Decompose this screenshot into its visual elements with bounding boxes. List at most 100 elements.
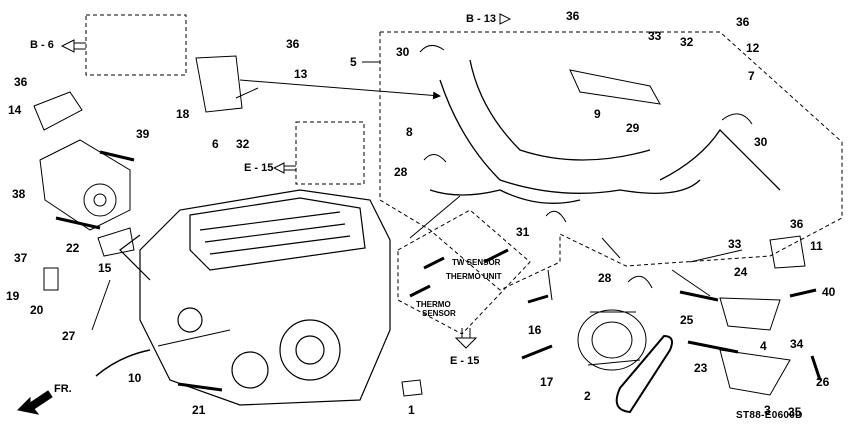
ref-b13[interactable]: B - 13	[466, 13, 496, 25]
part-number[interactable]: 6	[212, 137, 219, 151]
part-number[interactable]: 17	[540, 375, 554, 389]
tw-sensor-label: TW SENSOR	[452, 258, 501, 267]
part-number[interactable]: 3	[764, 403, 771, 417]
sensor-region-outline	[397, 209, 531, 335]
part-number[interactable]: 13	[294, 67, 308, 81]
part-number[interactable]: 39	[136, 127, 150, 141]
harness-clamp-30a	[419, 45, 445, 53]
inset-box-crank-sensor	[85, 14, 187, 76]
part-number[interactable]: 21	[192, 403, 206, 417]
drive-belt	[615, 334, 673, 414]
harness-clamp-28a	[423, 154, 447, 163]
part-number[interactable]: 4	[760, 339, 767, 353]
part-number[interactable]: 33	[648, 29, 662, 43]
bolt-23	[687, 340, 739, 354]
part-number[interactable]: 33	[728, 237, 742, 251]
part-number[interactable]: 31	[516, 225, 530, 239]
part-number[interactable]: 36	[566, 9, 580, 23]
part-number[interactable]: 24	[734, 265, 748, 279]
harness-region-outline	[379, 31, 843, 291]
part-number[interactable]: 29	[626, 121, 640, 135]
part-number[interactable]: 36	[14, 75, 28, 89]
part-number[interactable]: 34	[790, 337, 804, 351]
part-number[interactable]: 14	[8, 103, 22, 117]
tw-sensor	[423, 256, 445, 270]
part-number[interactable]: 15	[98, 261, 112, 275]
part-number[interactable]: 9	[594, 107, 601, 121]
harness-clamp-28b	[627, 275, 653, 289]
part-number[interactable]: 7	[748, 69, 755, 83]
part-number[interactable]: 30	[396, 45, 410, 59]
part-number[interactable]: 18	[176, 107, 190, 121]
part-number[interactable]: 25	[680, 313, 694, 327]
sensor-17	[521, 344, 553, 360]
part-number[interactable]: 11	[810, 239, 823, 253]
part-number[interactable]: 32	[680, 35, 694, 49]
part-number[interactable]: 1	[408, 403, 415, 417]
part-number[interactable]: 26	[816, 375, 830, 389]
alternator-bracket-upper	[719, 297, 781, 331]
part-number[interactable]: 40	[822, 285, 836, 299]
part-number[interactable]: 32	[236, 137, 250, 151]
thermo-sensor-label-1: THERMO	[416, 300, 451, 309]
part-number[interactable]: 30	[754, 135, 768, 149]
bolt-22	[55, 216, 101, 230]
alternator-bracket-lower	[719, 349, 791, 396]
ref-e15-bottom[interactable]: E - 15	[450, 355, 480, 367]
engine-mount-bracket	[769, 235, 806, 269]
ref-b6[interactable]: B - 6	[30, 39, 54, 51]
part-number[interactable]: 35	[788, 405, 802, 419]
thermo-unit	[483, 248, 509, 264]
part-number[interactable]: 36	[736, 15, 750, 29]
arrow-b6	[60, 39, 75, 53]
bracket-6	[195, 55, 243, 113]
harness-clamp-31	[545, 210, 567, 223]
label-plate	[401, 379, 423, 397]
part-number[interactable]: 8	[406, 125, 413, 139]
part-number[interactable]: 19	[6, 289, 20, 303]
part-number[interactable]: 23	[694, 361, 708, 375]
alternator	[577, 309, 647, 371]
part-number[interactable]: 12	[746, 41, 760, 55]
bolt-40	[789, 288, 817, 298]
harness-clamp-30b	[721, 113, 753, 125]
bolt-26	[810, 355, 822, 381]
part-number[interactable]: 20	[30, 303, 44, 317]
part-number[interactable]: 36	[286, 37, 300, 51]
part-number[interactable]: 10	[128, 371, 142, 385]
harness-cover	[569, 69, 661, 105]
thermo-unit-label: THERMO UNIT	[446, 272, 502, 281]
sensor-16	[527, 294, 549, 304]
starter-motor	[39, 139, 131, 231]
bolt-39	[99, 150, 135, 162]
wire-harness	[429, 59, 781, 204]
part-number[interactable]: 38	[12, 187, 26, 201]
thermo-sensor	[409, 284, 431, 298]
part-number[interactable]: 5	[350, 55, 357, 69]
engine-assembly	[119, 189, 391, 406]
thermo-sensor-label-2: SENSOR	[422, 309, 456, 318]
bolt-25	[679, 290, 719, 302]
part-number[interactable]: 28	[394, 165, 408, 179]
arrow-e15-left	[272, 162, 285, 174]
ref-e15-left[interactable]: E - 15	[244, 162, 274, 174]
inset-box-ground-bracket	[295, 121, 365, 185]
arrow-b13	[499, 13, 512, 25]
bolt-21	[177, 382, 223, 392]
part-number[interactable]: 28	[598, 271, 612, 285]
front-label: FR.	[54, 383, 72, 395]
front-arrow	[16, 390, 53, 415]
part-number[interactable]: 22	[66, 241, 80, 255]
crank-sensor	[43, 267, 59, 291]
arrow-e15-bottom	[454, 337, 478, 349]
part-number[interactable]: 27	[62, 329, 76, 343]
part-number[interactable]: 36	[790, 217, 804, 231]
part-number[interactable]: 37	[14, 251, 28, 265]
ground-cable	[95, 349, 151, 377]
diagram-code: ST88-E0600D	[736, 410, 803, 421]
part-number[interactable]: 2	[584, 389, 591, 403]
bracket-14	[33, 91, 83, 131]
part-number[interactable]: 16	[528, 323, 542, 337]
bracket-15	[97, 227, 135, 257]
